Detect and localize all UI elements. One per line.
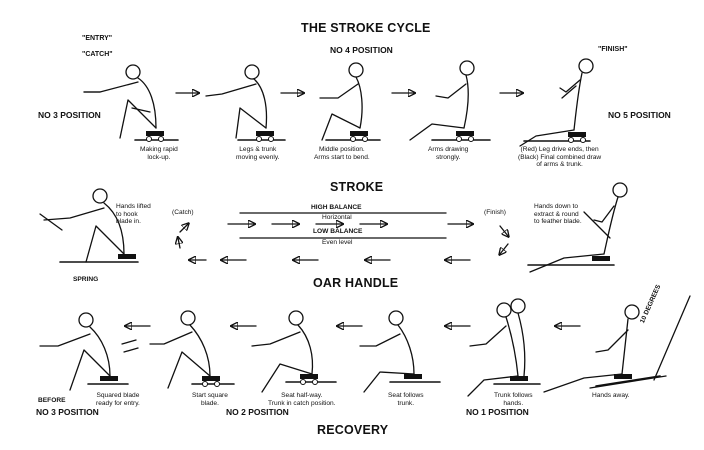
caption-arms-drawing: Arms drawing strongly. bbox=[428, 146, 469, 161]
rower-figure-spring bbox=[39, 188, 139, 263]
rower-figure-hands-away bbox=[543, 295, 691, 393]
label-catch-bracket: (Catch) bbox=[172, 209, 194, 216]
caption-seat-follows: Seat follows trunk. bbox=[388, 392, 424, 407]
rower-figure-catch bbox=[83, 64, 179, 142]
rower-figure-arms-drawing bbox=[409, 60, 491, 142]
label-horizontal: Horizontal bbox=[322, 214, 352, 221]
blade-square-marks bbox=[121, 339, 139, 353]
title-stroke-cycle: THE STROKE CYCLE bbox=[301, 21, 431, 35]
label-low-balance: LOW BALANCE bbox=[313, 228, 363, 235]
label-high-balance: HIGH BALANCE bbox=[311, 204, 362, 211]
label-no4-position: NO 4 POSITION bbox=[330, 45, 393, 55]
label-no3-position-bottom: NO 3 POSITION bbox=[36, 407, 99, 417]
rower-figure-start-square bbox=[149, 310, 235, 389]
catch-corner-arrow bbox=[179, 224, 188, 233]
catch-up-arrow bbox=[178, 238, 180, 249]
rower-figure-trunk-follows bbox=[467, 298, 541, 397]
label-spring: SPRING bbox=[73, 276, 99, 283]
caption-rapid-lockup: Making rapid lock-up. bbox=[140, 146, 178, 161]
rower-figure-legs-trunk bbox=[205, 64, 286, 142]
finish-corner-arrow bbox=[500, 243, 509, 254]
note-hands-down: Hands down to extract & round to feather… bbox=[534, 203, 582, 226]
caption-start-square: Start square blade. bbox=[192, 392, 228, 407]
title-recovery: RECOVERY bbox=[317, 423, 389, 437]
finish-down-arrow bbox=[499, 225, 508, 236]
label-before: BEFORE bbox=[38, 397, 66, 404]
caption-squared-blade: Squared blade ready for entry. bbox=[96, 392, 140, 407]
rower-figure-middle bbox=[319, 62, 381, 142]
label-no3-position-top: NO 3 POSITION bbox=[38, 110, 101, 120]
caption-middle-position: Middle position. Arms start to bend. bbox=[314, 146, 370, 161]
label-no2-position: NO 2 POSITION bbox=[226, 407, 289, 417]
rower-figure-before bbox=[39, 312, 129, 391]
rower-figure-finish bbox=[519, 58, 594, 147]
rower-figure-seat-follows bbox=[359, 310, 441, 393]
label-even-level: Even level bbox=[322, 239, 353, 246]
label-no5-position: NO 5 POSITION bbox=[608, 110, 671, 120]
label-no1-position: NO 1 POSITION bbox=[466, 407, 529, 417]
rower-figure-seat-halfway bbox=[251, 310, 337, 393]
caption-hands-away: Hands away. bbox=[592, 392, 630, 399]
title-oar-handle: OAR HANDLE bbox=[313, 276, 399, 290]
caption-seat-halfway: Seat half-way. Trunk in catch position. bbox=[268, 392, 336, 407]
caption-trunk-follows: Trunk follows hands. bbox=[494, 392, 533, 407]
caption-legs-trunk: Legs & trunk moving evenly. bbox=[236, 146, 280, 161]
label-entry: "ENTRY" bbox=[82, 35, 113, 42]
note-hands-lifted: Hands lifted to hook blade in. bbox=[116, 203, 151, 226]
label-finish: "FINISH" bbox=[598, 46, 628, 53]
rower-figure-finish-middle bbox=[527, 182, 628, 273]
title-stroke: STROKE bbox=[330, 180, 384, 194]
label-catch: "CATCH" bbox=[82, 51, 113, 58]
label-finish-bracket: (Finish) bbox=[484, 209, 506, 216]
caption-leg-drive-ends: (Red) Leg drive ends, then (Black) Final… bbox=[518, 146, 602, 169]
